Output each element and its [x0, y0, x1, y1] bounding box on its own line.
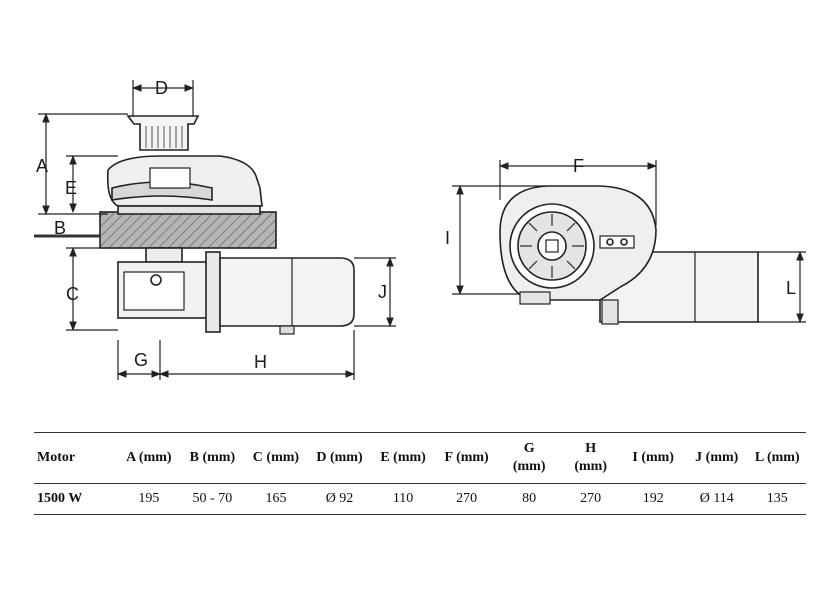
dim-label-j: J: [378, 282, 387, 302]
shaft: [145, 247, 183, 263]
cell-b: 50 - 70: [180, 483, 245, 515]
header-e: E (mm): [371, 432, 435, 484]
header-l: L (mm): [748, 432, 806, 484]
windlass-dimension-drawing: D A E B C J G H F I L: [34, 78, 806, 380]
cell-i: 192: [621, 483, 685, 515]
header-i: I (mm): [621, 432, 685, 484]
table-header-row: Motor A (mm) B (mm) C (mm) D (mm) E (mm)…: [34, 432, 806, 484]
cell-a: 195: [117, 483, 181, 515]
dim-label-c: C: [66, 284, 79, 304]
cell-l: 135: [748, 483, 806, 515]
dim-label-l: L: [786, 278, 796, 298]
dimension-spec-table: Motor A (mm) B (mm) C (mm) D (mm) E (mm)…: [34, 432, 806, 515]
dim-label-e: E: [65, 178, 77, 198]
header-b: B (mm): [180, 432, 245, 484]
dim-label-h: H: [254, 352, 267, 372]
table-row: 1500 W 195 50 - 70 165 Ø 92 110 270 80 2…: [34, 483, 806, 515]
cell-motor: 1500 W: [34, 483, 118, 515]
header-d: D (mm): [307, 432, 372, 484]
motor: [219, 257, 355, 327]
header-motor: Motor: [34, 432, 118, 484]
cell-h: 270: [559, 483, 622, 515]
dim-label-b: B: [54, 218, 66, 238]
cell-d: Ø 92: [307, 483, 372, 515]
front-view-dimensions: [452, 160, 806, 323]
motor-flange: [205, 251, 221, 333]
side-view: [34, 115, 355, 335]
dim-label-a: A: [36, 156, 48, 176]
header-f: F (mm): [434, 432, 499, 484]
front-view: [499, 185, 759, 325]
dim-label-d: D: [155, 78, 168, 98]
dim-label-i: I: [445, 228, 450, 248]
header-g: G (mm): [498, 432, 560, 484]
dim-label-f: F: [573, 156, 584, 176]
cell-c: 165: [244, 483, 308, 515]
header-j: J (mm): [684, 432, 749, 484]
cell-e: 110: [371, 483, 435, 515]
deck-section: [99, 211, 277, 249]
header-h: H (mm): [559, 432, 622, 484]
side-view-dimensions: [38, 80, 396, 380]
dim-label-g: G: [134, 350, 148, 370]
cell-j: Ø 114: [684, 483, 749, 515]
cell-f: 270: [434, 483, 499, 515]
header-a: A (mm): [117, 432, 181, 484]
capstan-drum: [126, 115, 200, 151]
header-c: C (mm): [244, 432, 308, 484]
cell-g: 80: [498, 483, 560, 515]
